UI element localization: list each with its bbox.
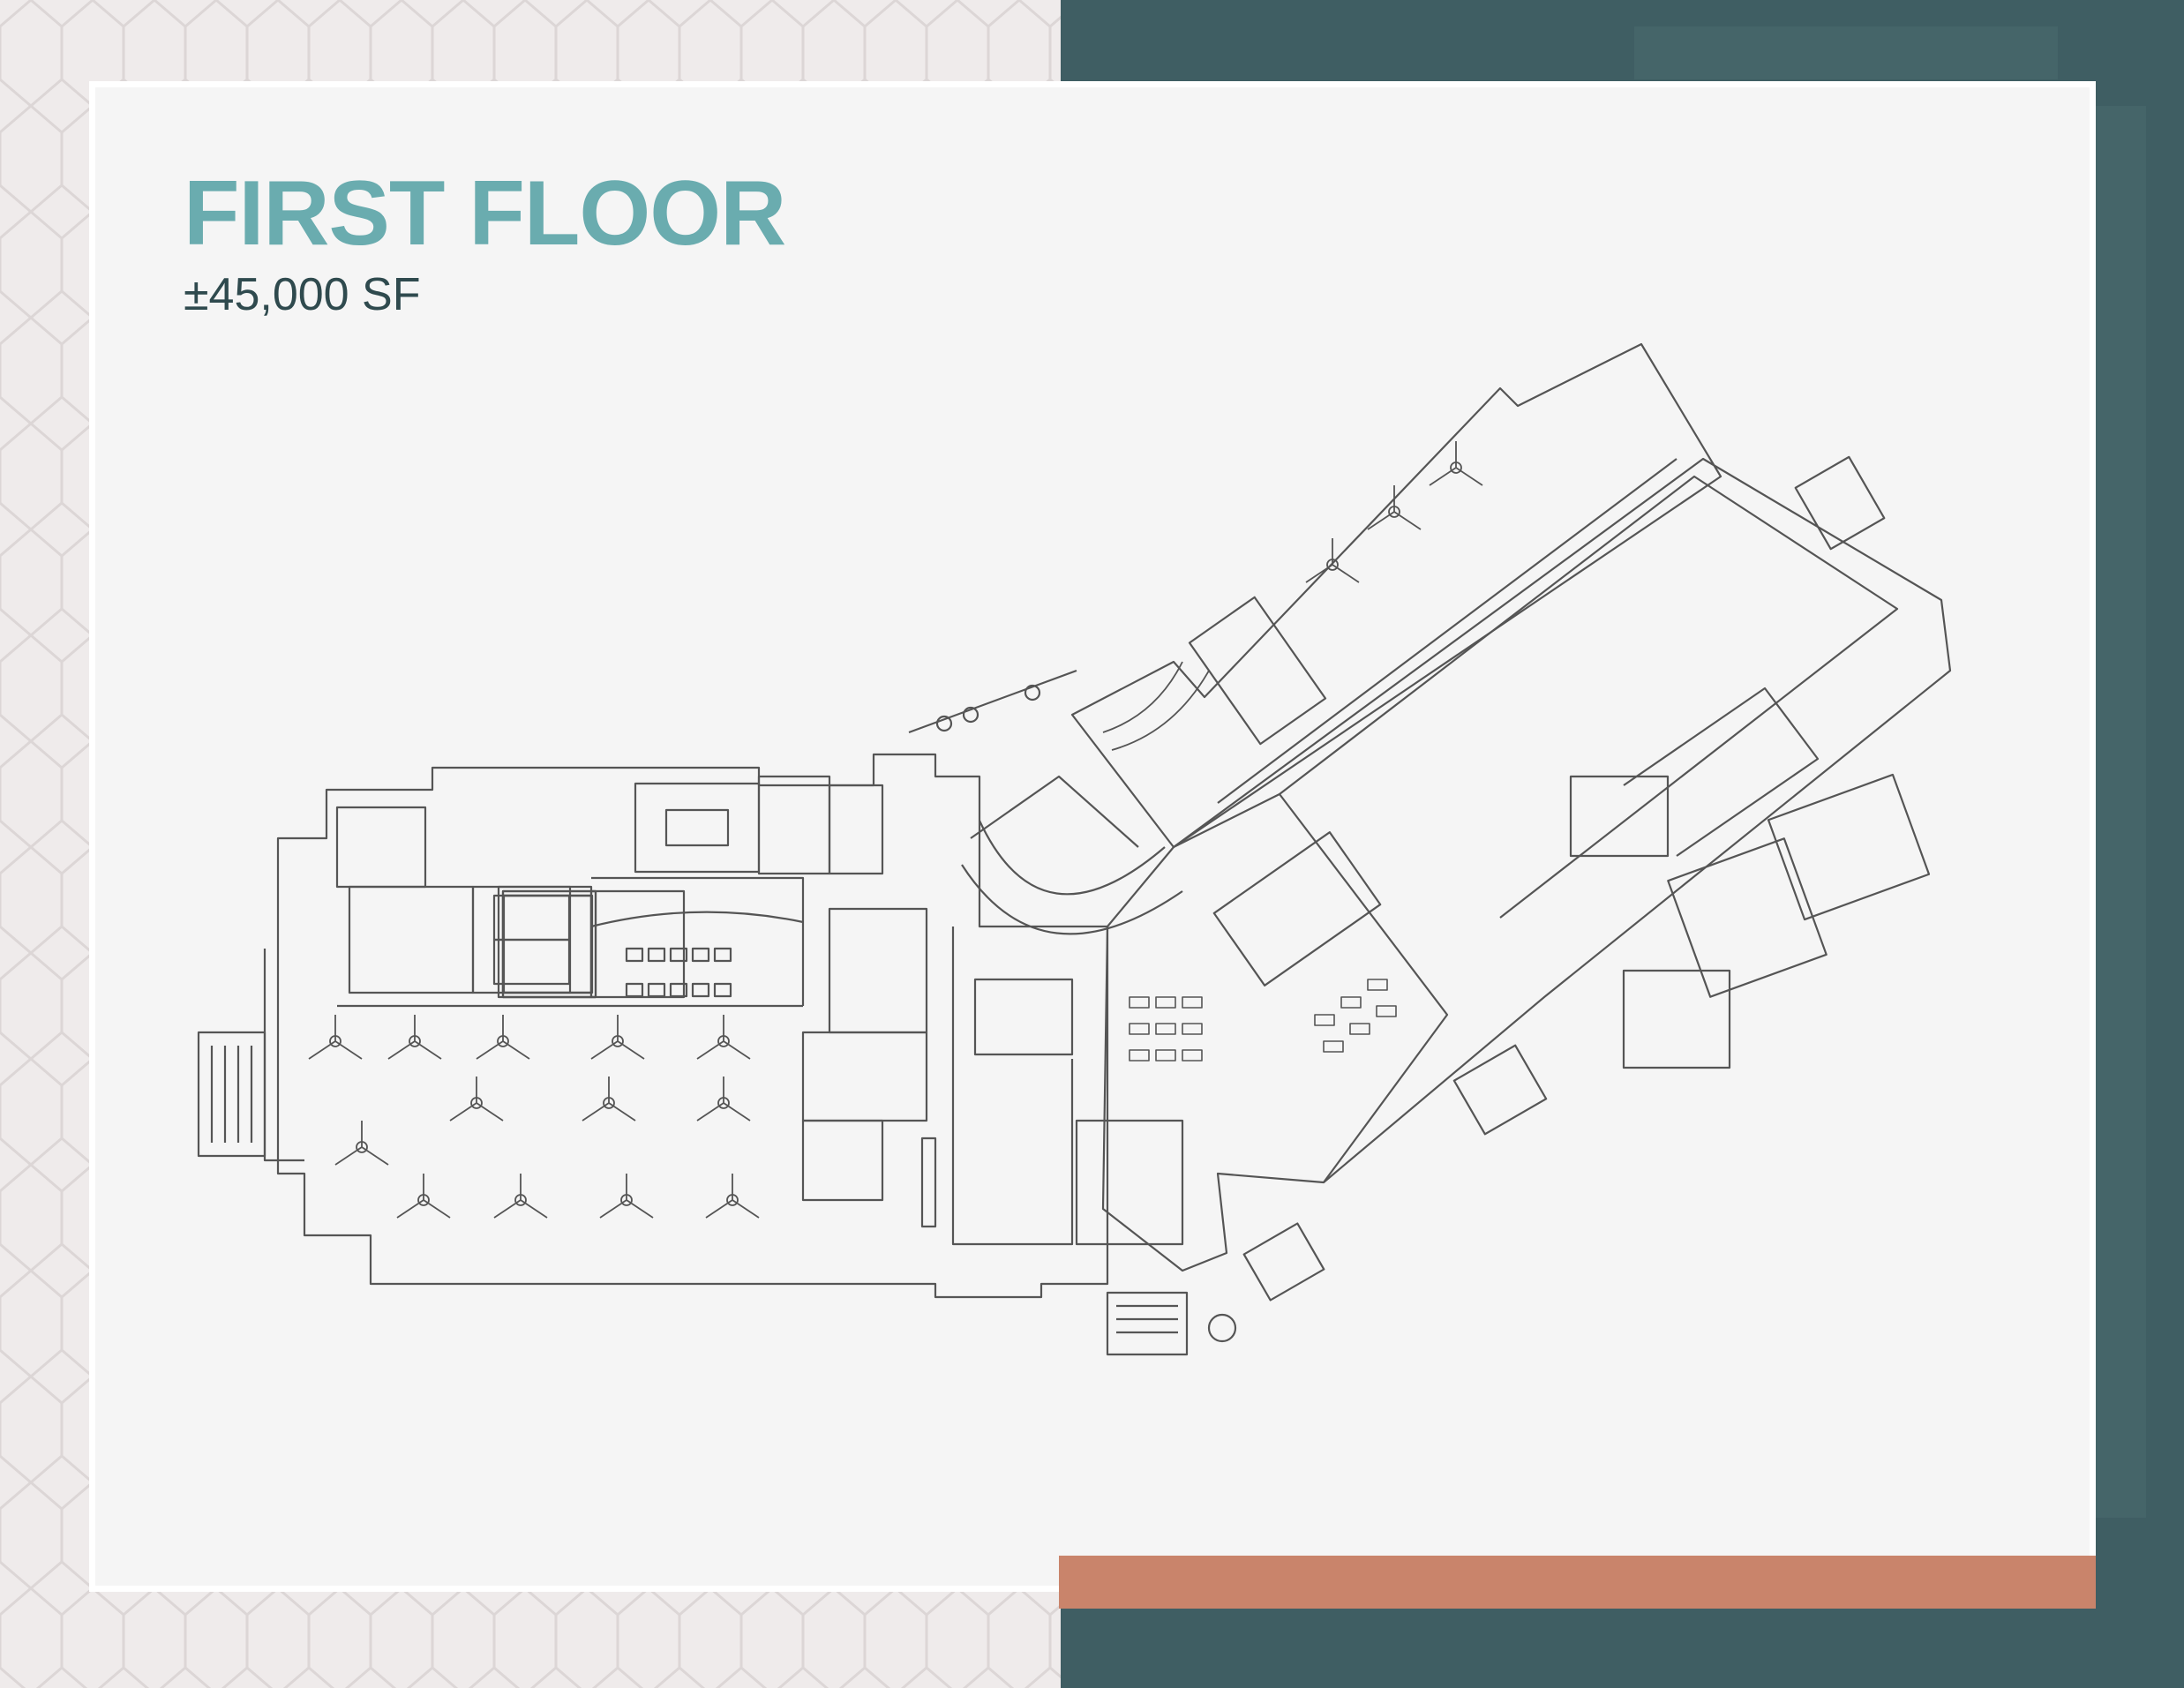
loading-dock (1767, 773, 1931, 921)
west-stair (197, 1031, 266, 1158)
room (502, 894, 594, 994)
training-room-wall (591, 876, 805, 1006)
north-wing-corridor (1217, 458, 1677, 804)
training-desks (625, 947, 732, 998)
west-wing-outline (276, 753, 1109, 1299)
office-suite (1188, 596, 1327, 746)
restroom-core (828, 907, 928, 1034)
stair-treads (210, 1046, 253, 1143)
warehouse-inner-wall (1279, 475, 1899, 919)
east-wing-outline (1101, 457, 1952, 1272)
conference-room-east (1212, 831, 1382, 987)
panel-ghost-shape (2093, 106, 2146, 1518)
planter (1024, 684, 1041, 701)
loading-dock (1667, 837, 1828, 998)
room (501, 889, 597, 999)
west-wall-segment (263, 949, 304, 1162)
north-wing-outline (1070, 342, 1722, 849)
page-title: FIRST FLOOR (184, 162, 786, 265)
floor-area: ±45,000 SF (184, 269, 421, 320)
panel-ghost-shape (1634, 26, 2058, 79)
revolving-door (1207, 1313, 1237, 1343)
storage-room (801, 1119, 884, 1202)
east-stair (1794, 455, 1886, 551)
south-stair (1106, 1291, 1189, 1356)
accent-bar (1059, 1556, 2096, 1609)
conference-table (664, 808, 730, 847)
room (501, 894, 593, 994)
east-training-desks (1129, 979, 1397, 1062)
east-room-walls (1623, 686, 1820, 857)
planter (935, 715, 953, 732)
conference-room (634, 782, 761, 874)
room (1569, 775, 1670, 858)
office (492, 938, 571, 986)
stair-treads (1116, 1304, 1178, 1334)
utility-room (801, 1031, 928, 1122)
room (501, 889, 597, 999)
north-workstations (1102, 441, 1483, 751)
lobby-walls (951, 927, 1074, 1246)
vestibule-east (1452, 1044, 1548, 1136)
meeting-room (828, 784, 884, 875)
room (501, 894, 593, 994)
floor-plan-card (89, 81, 2096, 1592)
training-area (1173, 792, 1449, 1183)
planter (962, 706, 979, 724)
room (348, 885, 475, 994)
reception-desk (970, 775, 1139, 848)
meeting-room (757, 775, 831, 875)
entry-canopy (908, 669, 1077, 734)
curved-wall (590, 911, 804, 928)
office (1075, 1119, 1184, 1246)
elevator-bank (973, 978, 1074, 1056)
counter (920, 1137, 937, 1228)
room (497, 885, 593, 999)
dock-platform (1622, 969, 1731, 1069)
room (335, 806, 427, 889)
room (589, 889, 686, 999)
office (492, 894, 571, 942)
vestibule (1242, 1222, 1325, 1302)
workstation-clusters (308, 1015, 760, 1219)
curved-reception-inner (979, 820, 1166, 896)
curved-reception-wall (961, 864, 1183, 935)
